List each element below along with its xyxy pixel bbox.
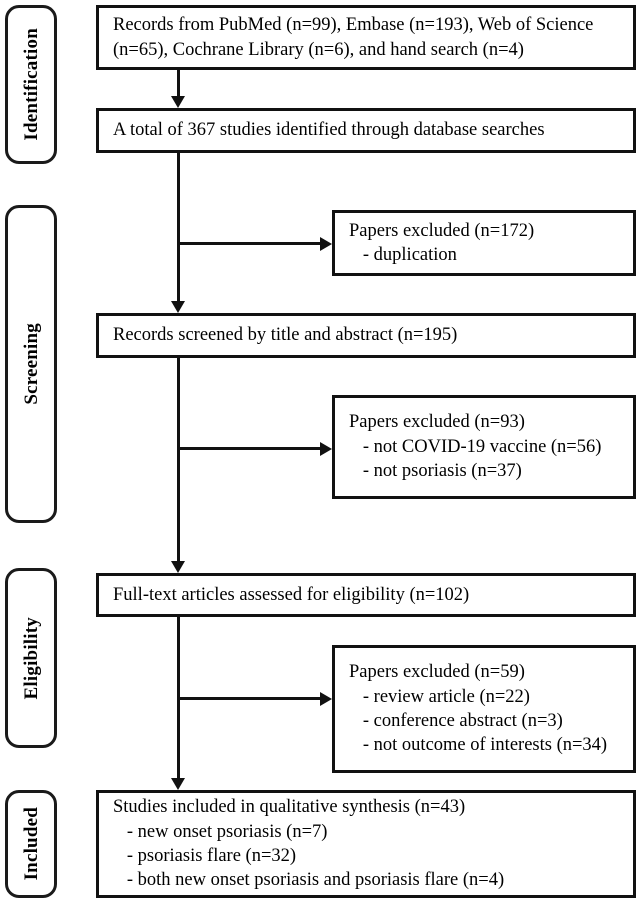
box-line: - not COVID-19 vaccine (n=56) [349,436,602,457]
box-line: - not psoriasis (n=37) [349,461,522,482]
box-line: Papers excluded (n=59) [349,662,525,683]
box-line: Records from PubMed (n=99), Embase (n=19… [113,15,594,36]
box-excluded-eligibility: Papers excluded (n=59) - review article … [332,645,636,773]
stage-label-included: Included [5,790,57,898]
box-line: - not outcome of interests (n=34) [349,735,608,756]
box-line: A total of 367 studies identified throug… [113,120,545,141]
connector-trunk-3 [177,358,180,561]
stage-label-eligibility-text: Eligibility [20,616,42,700]
stage-label-included-text: Included [20,807,42,881]
connector-trunk-2 [177,153,180,301]
box-line: - review article (n=22) [349,686,530,707]
stage-label-screening-text: Screening [20,323,42,405]
stage-label-identification: Identification [5,5,57,164]
arrow-down-to-studies-included [171,778,185,790]
box-line: Studies included in qualitative synthesi… [113,797,466,818]
arrow-right-to-excluded-duplication [320,237,332,251]
arrow-right-to-excluded-eligibility [320,692,332,706]
box-line: - duplication [349,245,457,265]
box-total-studies: A total of 367 studies identified throug… [96,108,636,153]
arrow-down-to-records-screened [171,301,185,313]
box-studies-included: Studies included in qualitative synthesi… [96,790,636,898]
box-line: - conference abstract (n=3) [349,711,563,731]
box-fulltext-assessed: Full-text articles assessed for eligibil… [96,573,636,617]
stage-label-identification-text: Identification [20,28,42,141]
box-excluded-screening: Papers excluded (n=93) - not COVID-19 va… [332,395,636,499]
box-line: Records screened by title and abstract (… [113,325,458,346]
box-line: Full-text articles assessed for eligibil… [113,584,470,605]
box-line: - both new onset psoriasis and psoriasis… [113,870,505,891]
box-records-identified: Records from PubMed (n=99), Embase (n=19… [96,5,636,70]
box-line: - psoriasis flare (n=32) [113,846,297,866]
box-line: Papers excluded (n=93) [349,412,525,433]
connector-branch-eligibility-excluded [177,697,322,700]
arrow-down-to-fulltext-assessed [171,561,185,573]
box-records-screened: Records screened by title and abstract (… [96,313,636,358]
connector-branch-screening-excluded [177,447,322,450]
stage-label-screening: Screening [5,205,57,523]
connector-branch-duplication [177,242,322,245]
connector-trunk-1 [177,70,180,96]
arrow-right-to-excluded-screening [320,442,332,456]
box-line: Papers excluded (n=172) [349,220,535,241]
box-excluded-duplication: Papers excluded (n=172) - duplication [332,210,636,276]
box-line: (n=65), Cochrane Library (n=6), and hand… [113,39,524,60]
arrow-down-to-total-studies [171,96,185,108]
box-line: - new onset psoriasis (n=7) [113,821,328,842]
stage-label-eligibility: Eligibility [5,568,57,748]
